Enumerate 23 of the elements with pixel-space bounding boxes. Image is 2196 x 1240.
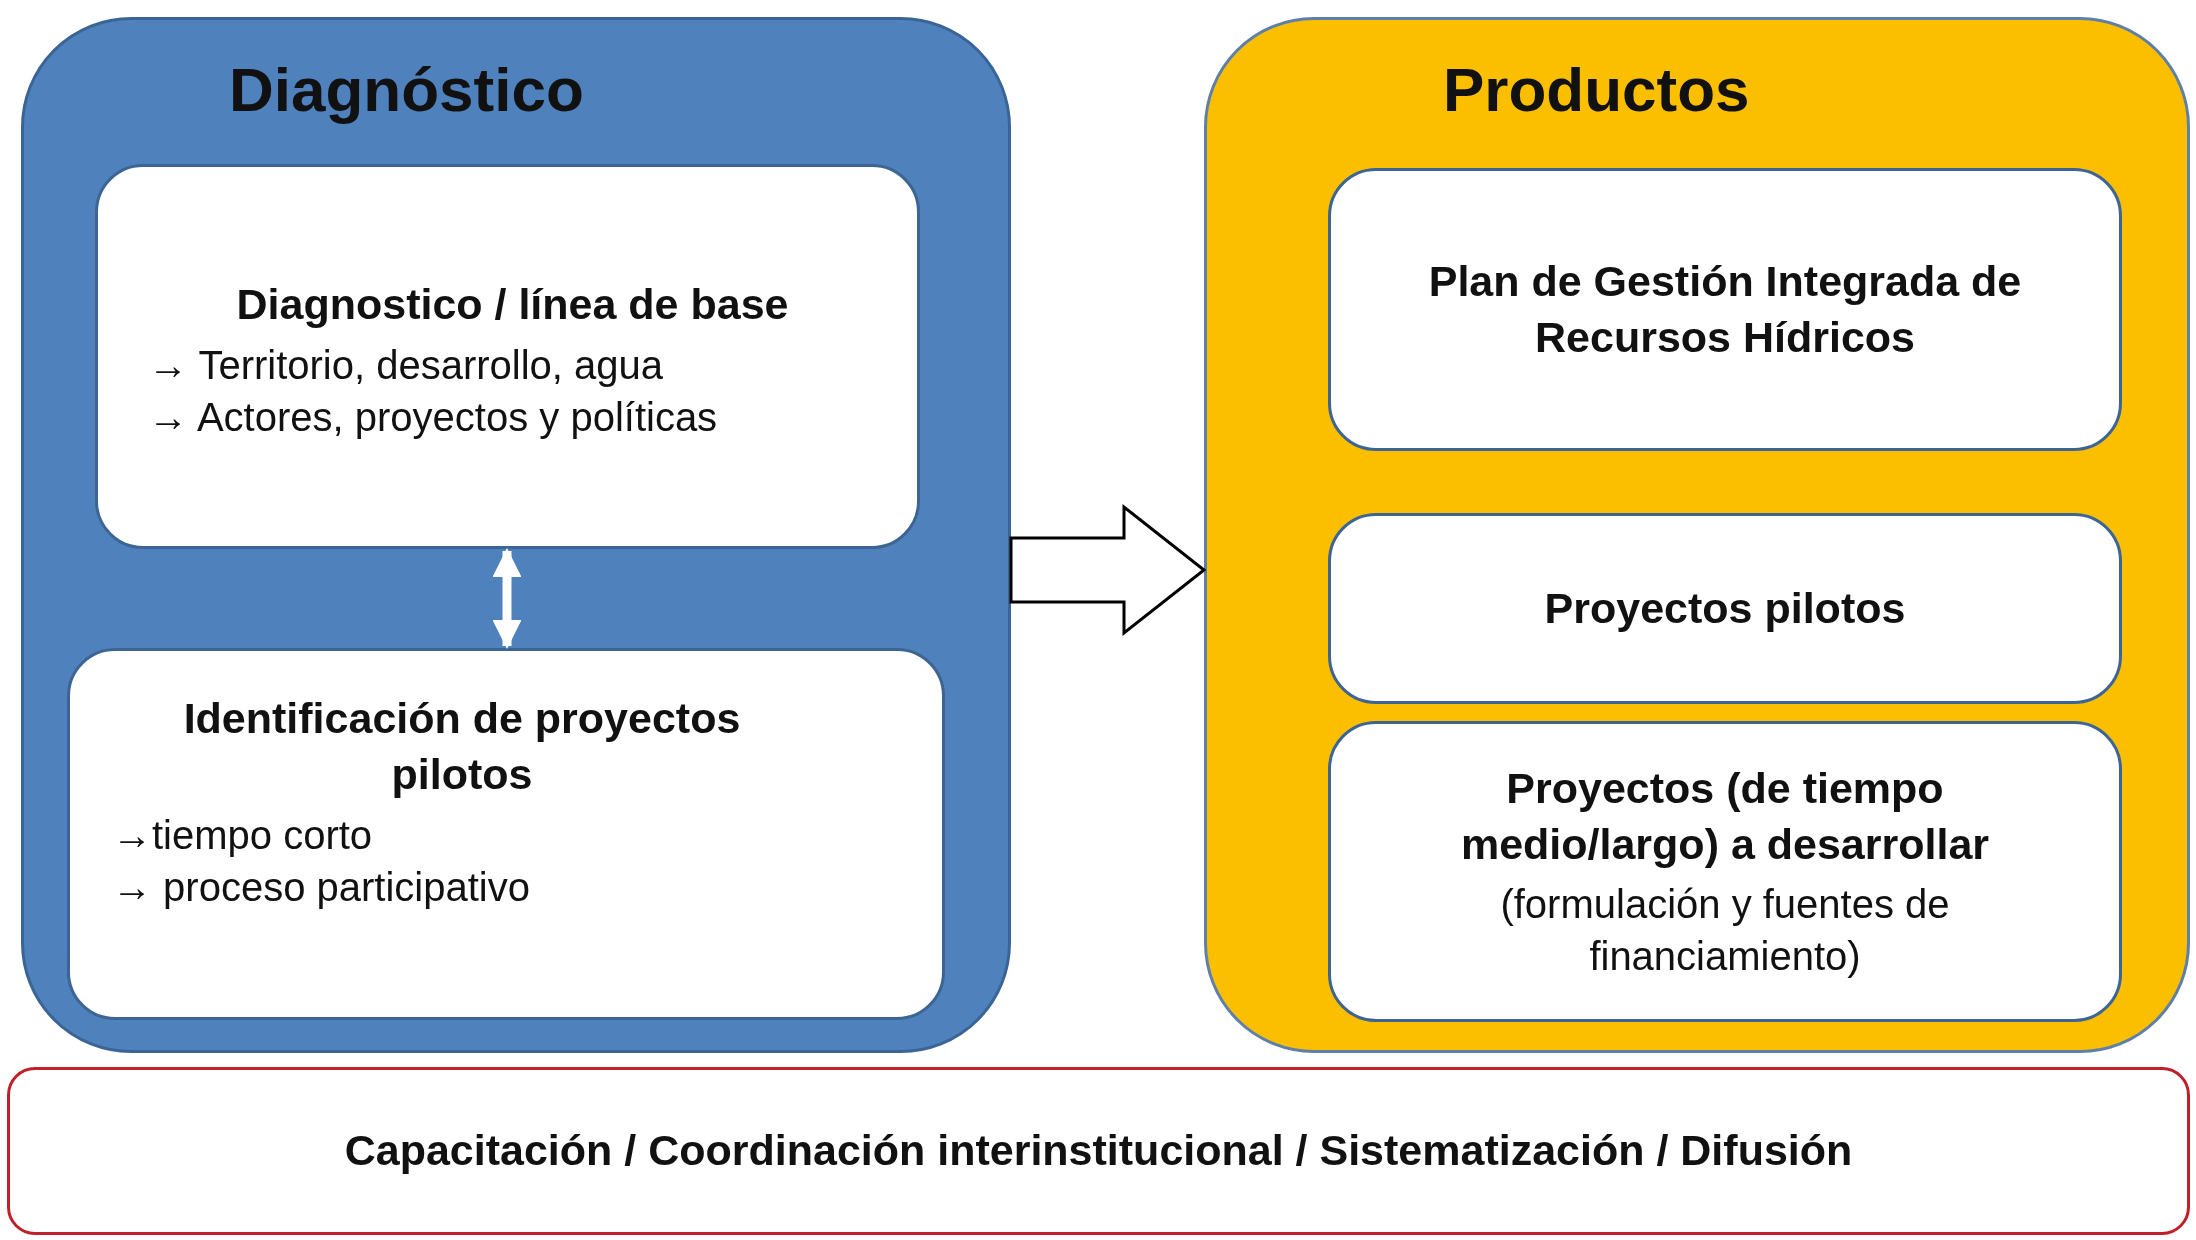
content-card [95, 164, 920, 549]
list-item: →tiempo corto [112, 811, 374, 859]
box-heading: Proyectos pilotos [1543, 582, 1907, 634]
panel-title: Diagnóstico [229, 54, 584, 125]
banner-box [7, 1067, 2190, 1235]
box-heading: Capacitación / Coordinación interinstitucional / Sistematización / Difusión [343, 1125, 1854, 1177]
box-heading: Identificación de proyectos pilotos [182, 693, 742, 800]
box-note: (formulación y fuentes de financiamiento) [1499, 881, 1951, 981]
panel-title: Productos [1443, 54, 1750, 125]
block-arrow [1009, 503, 1207, 637]
list-item: → Actores, proyectos y políticas [148, 393, 719, 441]
list-item: → Territorio, desarrollo, agua [148, 341, 665, 389]
list-item: → proceso participativo [112, 863, 531, 911]
content-card [67, 648, 945, 1020]
double-arrow [492, 548, 522, 649]
group-panel [1204, 17, 2190, 1053]
box-heading: Proyectos (de tiempo medio/largo) a desarrollar [1459, 762, 1991, 870]
box-heading: Plan de Gestión Integrada de Recursos Hídricos [1427, 255, 2023, 363]
content-card [1328, 168, 2122, 451]
box-heading: Diagnostico / línea de base [235, 279, 790, 330]
group-panel [21, 17, 1011, 1053]
content-card [1328, 513, 2122, 704]
content-card [1328, 721, 2122, 1022]
